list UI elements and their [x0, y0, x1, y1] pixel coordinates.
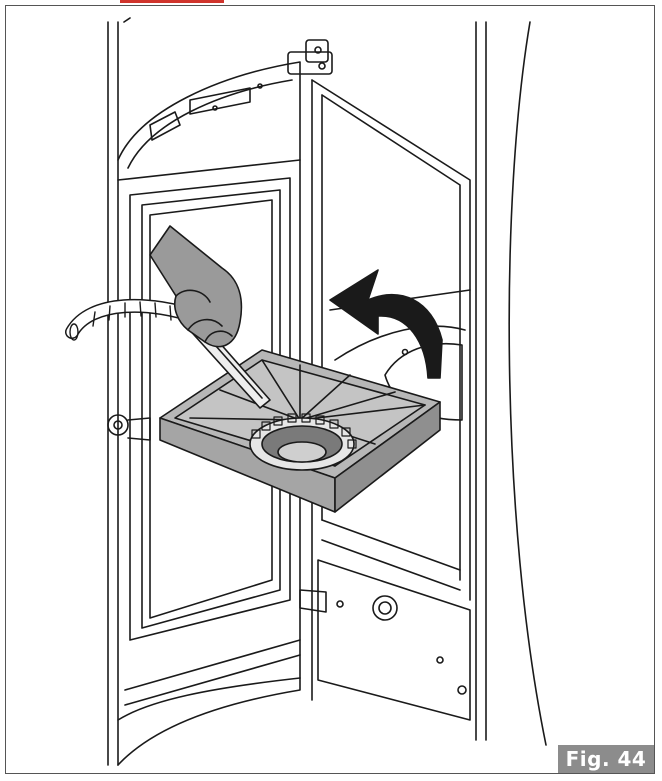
door-latch — [107, 414, 151, 441]
rotation-arrow — [329, 269, 443, 379]
top-hinge — [287, 39, 333, 75]
lower-panel — [299, 559, 471, 721]
ash-tray — [159, 349, 441, 513]
gloved-hand — [149, 225, 243, 348]
figure-label: Fig. 44 — [558, 745, 654, 773]
top-accent-bar — [120, 0, 224, 3]
stove-body — [107, 17, 547, 766]
